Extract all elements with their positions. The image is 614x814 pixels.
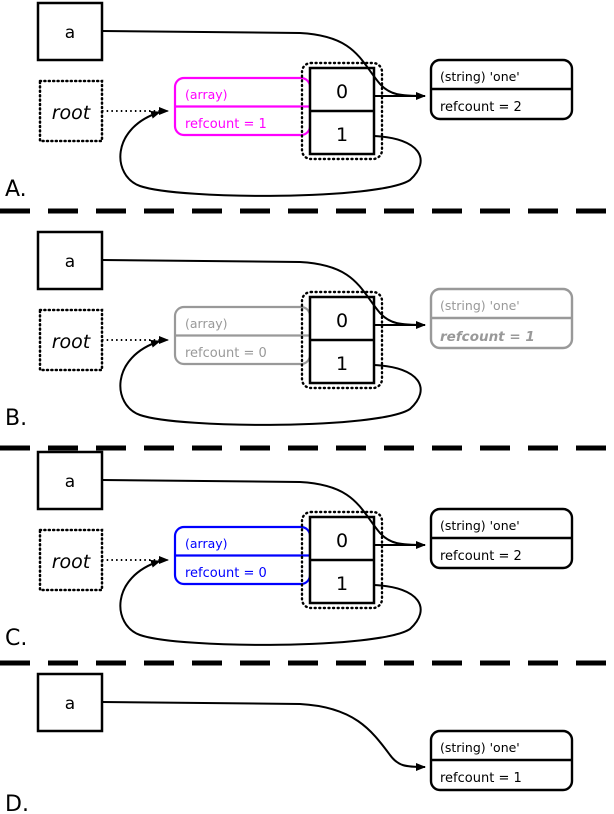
section-letter-a: A. [5,177,27,202]
array-node: (array) refcount = 1 [173,76,312,137]
root-box [38,308,104,372]
section-d: a (string) 'one' refcount = 1 D. [5,672,574,814]
array-cell-1-label: 1 [336,124,348,146]
string-refcount-label: refcount = 1 [440,771,522,786]
edge-cell1-to-array [119,559,422,646]
array-refcount-label: refcount = 0 [185,346,267,361]
string-node: (string) 'one' refcount = 2 [429,507,574,570]
array-cell-0-label: 0 [336,310,348,332]
variable-box-a [36,1,104,62]
section-letter-d: D. [5,792,29,814]
section-letter-c: C. [5,626,27,651]
array-type-label: (array) [185,536,228,551]
string-refcount-label: refcount = 2 [440,100,522,115]
string-type-label: (string) 'one' [440,298,520,313]
array-refcount-label: refcount = 0 [185,566,267,581]
section-letter-b: B. [5,406,27,431]
string-type-label: (string) 'one' [440,740,520,755]
string-refcount-label: refcount = 1 [440,329,535,345]
variable-label: a [65,694,75,714]
string-node: (string) 'one' refcount = 1 [429,729,574,792]
variable-label: a [65,252,75,272]
array-node: (array) refcount = 0 [173,525,312,586]
section-b: a root (array) refcount = 0 0 1 (string)… [5,230,574,431]
string-refcount-label: refcount = 2 [440,549,522,564]
array-type-label: (array) [185,87,228,102]
variable-label: a [65,23,75,43]
string-type-label: (string) 'one' [440,69,520,84]
array-type-label: (array) [185,316,228,331]
array-cell-1-label: 1 [336,573,348,595]
array-cells-container [300,510,384,610]
edge-a-to-string [101,701,426,771]
variable-box-a [36,450,104,511]
array-refcount-label: refcount = 1 [185,117,267,132]
section-a: a root (array) refcount = 1 0 1 (string)… [5,1,574,202]
array-cell-0-label: 0 [336,81,348,103]
root-label: root [52,551,92,573]
array-cell-1-label: 1 [336,353,348,375]
root-label: root [52,331,92,353]
root-box [38,528,104,592]
array-cell-0-label: 0 [336,530,348,552]
string-type-label: (string) 'one' [440,518,520,533]
section-c: a root (array) refcount = 0 0 1 (string)… [5,450,574,651]
array-node: (array) refcount = 0 [173,305,312,366]
root-box [38,79,104,143]
string-node: (string) 'one' refcount = 2 [429,58,574,121]
string-node: (string) 'one' refcount = 1 [429,287,574,350]
array-cells-container [300,290,384,390]
edge-cell1-to-array [119,339,422,426]
variable-label: a [65,472,75,492]
root-label: root [52,102,92,124]
array-cells-container [300,61,384,161]
edge-cell1-to-array [119,110,422,197]
